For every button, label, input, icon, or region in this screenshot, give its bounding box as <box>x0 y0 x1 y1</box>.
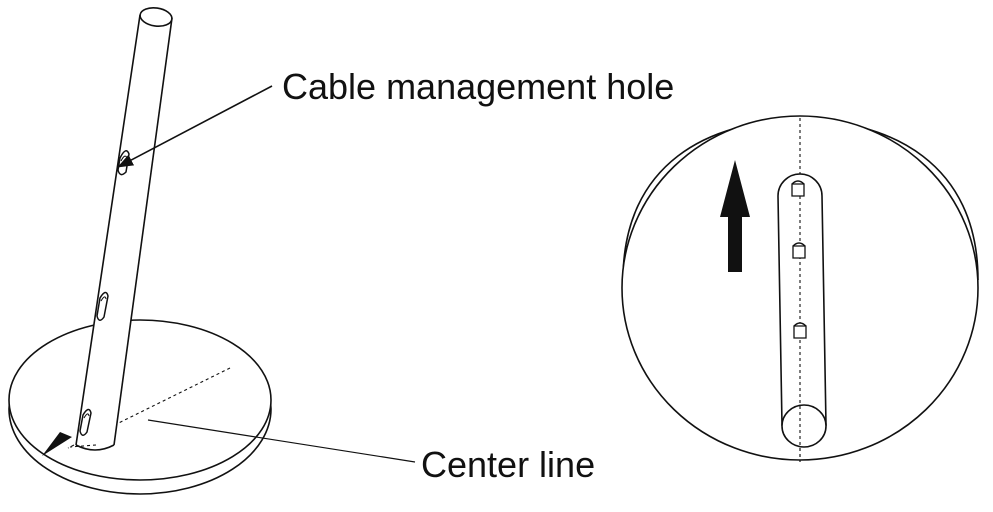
cable-hole-callout-arrow <box>117 85 273 168</box>
up-arrow-icon <box>720 160 750 272</box>
pole-hole-middle <box>96 291 109 321</box>
pole-hole-lower <box>79 408 92 436</box>
base-bottom-view <box>621 115 979 462</box>
center-line-arrowhead <box>42 432 72 456</box>
pole-hole-top-view-1 <box>791 180 805 197</box>
cable-management-hole-label: Cable management hole <box>282 66 675 107</box>
pole-hole-top-view-3 <box>793 322 807 339</box>
stand-pole <box>69 7 173 451</box>
pole-hole-top-view-2 <box>792 242 806 259</box>
stand-base <box>8 319 272 495</box>
center-line-label: Center line <box>421 444 596 485</box>
center-line-leader <box>147 419 416 463</box>
